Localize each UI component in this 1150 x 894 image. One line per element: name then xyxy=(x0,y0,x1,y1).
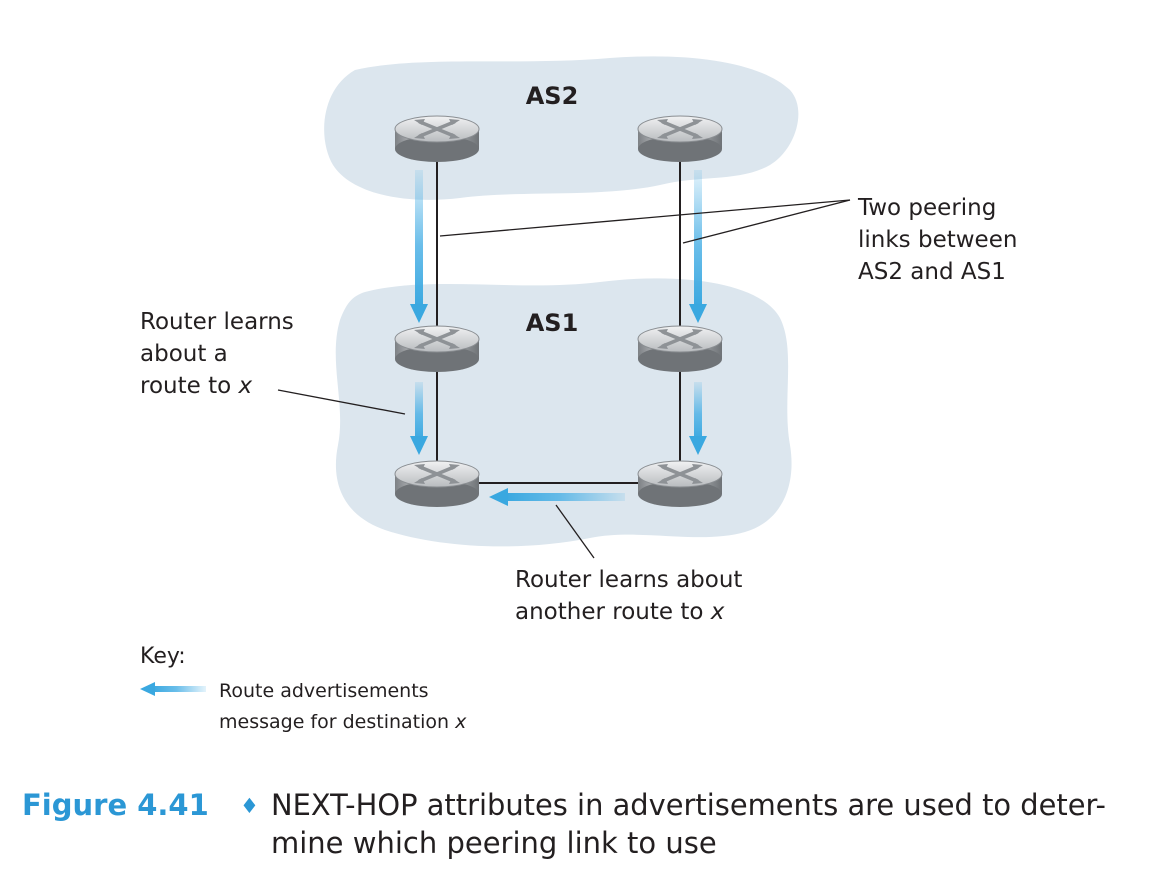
router-as1-top-left xyxy=(393,324,481,374)
leader-peering-left xyxy=(439,199,851,237)
advertisement-arrow-right-lower xyxy=(689,382,707,455)
leader-learn-route xyxy=(277,389,406,415)
annotation-learn-another-route: Router learns about another route to x xyxy=(515,567,750,625)
as2-label: AS2 xyxy=(526,82,579,110)
annotation-peering-links: Two peering links between AS2 and AS1 xyxy=(857,195,1025,285)
key-arrow xyxy=(140,682,206,696)
annotation-learn-route: Router learns about a route to x xyxy=(140,309,301,399)
key-description: Route advertisements message for destina… xyxy=(219,680,467,733)
leader-peering-right xyxy=(682,199,851,244)
router-as1-bottom-right xyxy=(636,459,724,509)
router-as1-top-right xyxy=(636,324,724,374)
as1-label: AS1 xyxy=(526,309,579,337)
advertisement-arrow-bottom xyxy=(489,488,625,506)
figure-caption: NEXT-HOP attributes in advertisements ar… xyxy=(271,788,1115,860)
advertisement-arrow-left-upper xyxy=(410,170,428,323)
router-as1-bottom-left xyxy=(393,459,481,509)
figure-number: Figure 4.41 xyxy=(22,788,209,822)
caption-bullet: ♦ xyxy=(240,794,259,818)
advertisement-arrow-left-lower xyxy=(410,382,428,455)
key-title: Key: xyxy=(140,644,186,669)
leader-learn-another xyxy=(555,504,595,559)
router-as2-left xyxy=(393,114,481,164)
router-as2-right xyxy=(636,114,724,164)
